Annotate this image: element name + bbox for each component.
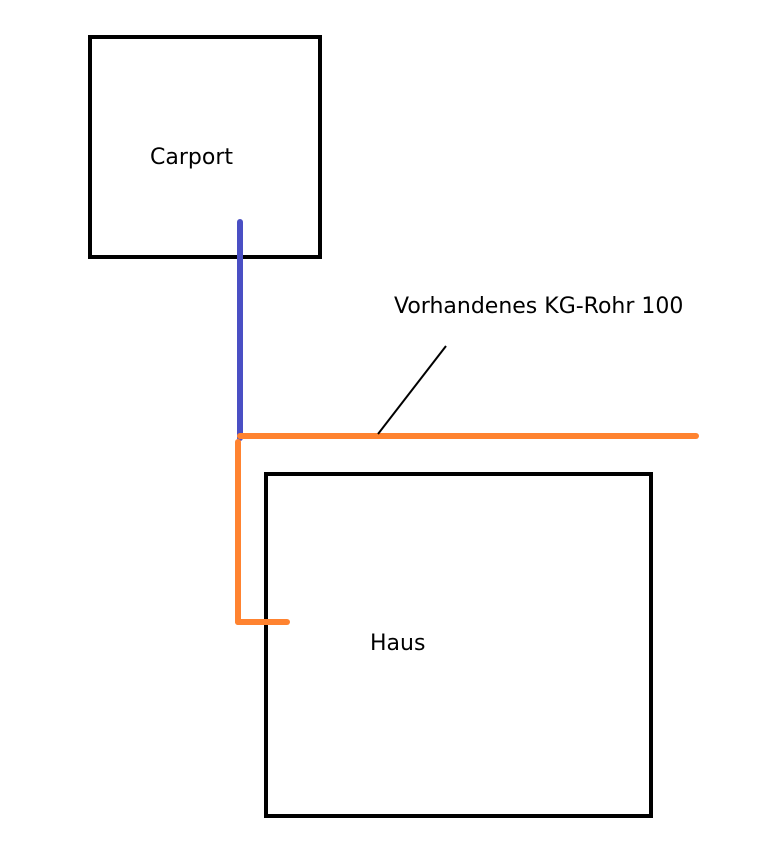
haus-building — [264, 472, 653, 818]
pipe-annotation-label: Vorhandenes KG-Rohr 100 — [394, 294, 684, 319]
annotation-leader-line — [377, 345, 447, 435]
carport-building — [88, 35, 322, 259]
haus-label: Haus — [370, 631, 426, 656]
carport-label: Carport — [150, 145, 233, 170]
